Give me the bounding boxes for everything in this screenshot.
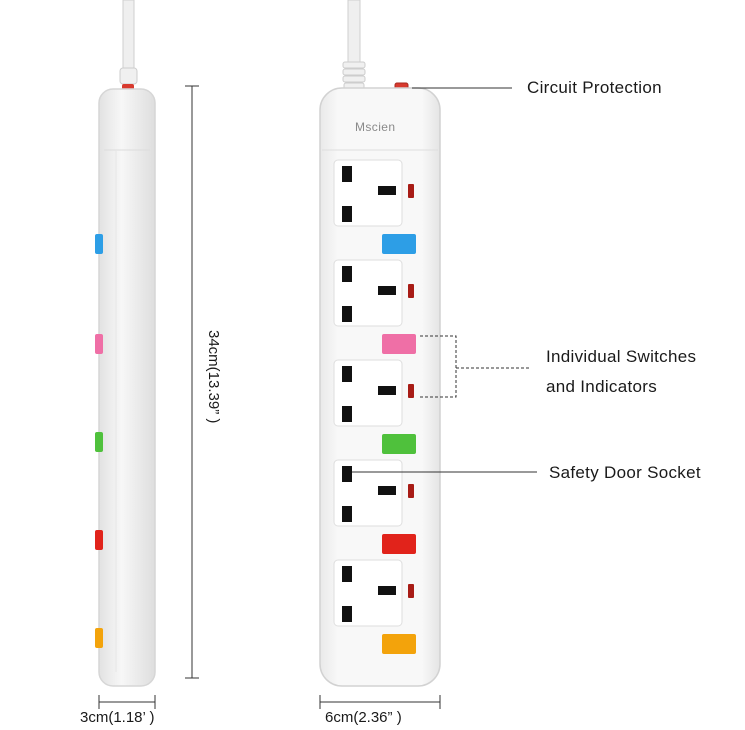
callout-bracket-switches (420, 335, 457, 398)
callout-circuit-protection: Circuit Protection (527, 78, 662, 97)
side-view (95, 0, 156, 687)
socket-earth-pin-2 (342, 266, 352, 282)
socket-neutral-pin-2 (342, 306, 352, 322)
indicator-light-2 (408, 284, 414, 298)
callout-switches-line2: and Indicators (546, 377, 657, 396)
socket-live-pin-2 (378, 286, 396, 295)
indicator-light-5 (408, 584, 414, 598)
socket-live-pin-3 (378, 386, 396, 395)
front-cable (347, 0, 361, 67)
length-dimension-line (185, 85, 199, 679)
side-switch-blue (95, 234, 103, 254)
socket-live-pin-1 (378, 186, 396, 195)
socket-earth-pin-5 (342, 566, 352, 582)
callout-lines (352, 87, 537, 473)
side-body (98, 88, 156, 687)
indicator-light-3 (408, 384, 414, 398)
socket-earth-pin-1 (342, 166, 352, 182)
width-dimension-label: 6cm(2.36” ) (325, 709, 402, 726)
side-switch-red (95, 530, 103, 550)
socket-live-pin-5 (378, 586, 396, 595)
socket-group (333, 159, 416, 654)
socket-neutral-pin-4 (342, 506, 352, 522)
socket-earth-pin-4 (342, 466, 352, 482)
indicator-light-4 (408, 484, 414, 498)
rocker-switch-4 (382, 534, 416, 554)
socket-live-pin-4 (378, 486, 396, 495)
length-dimension-label: 34cm(13.39” ) (205, 330, 222, 424)
rocker-switch-5 (382, 634, 416, 654)
brand-logo: Mscien (355, 120, 396, 134)
callout-switches-line1: Individual Switches (546, 347, 697, 366)
side-switch-yellow (95, 628, 103, 648)
socket-neutral-pin-5 (342, 606, 352, 622)
depth-dimension-label: 3cm(1.18’ ) (80, 709, 155, 726)
socket-neutral-pin-1 (342, 206, 352, 222)
side-cable (122, 0, 135, 73)
side-switch-pink (95, 334, 103, 354)
side-cable-sleeve (119, 67, 138, 85)
rocker-switch-2 (382, 334, 416, 354)
rocker-switch-3 (382, 434, 416, 454)
socket-earth-pin-3 (342, 366, 352, 382)
callout-safety-door: Safety Door Socket (549, 463, 701, 482)
front-cable-strain-relief (342, 61, 366, 90)
side-switches (95, 234, 103, 648)
socket-neutral-pin-3 (342, 406, 352, 422)
indicator-light-1 (408, 184, 414, 198)
depth-dimension-line (98, 695, 156, 709)
rocker-switch-1 (382, 234, 416, 254)
width-dimension-line (319, 695, 441, 709)
side-switch-green (95, 432, 103, 452)
